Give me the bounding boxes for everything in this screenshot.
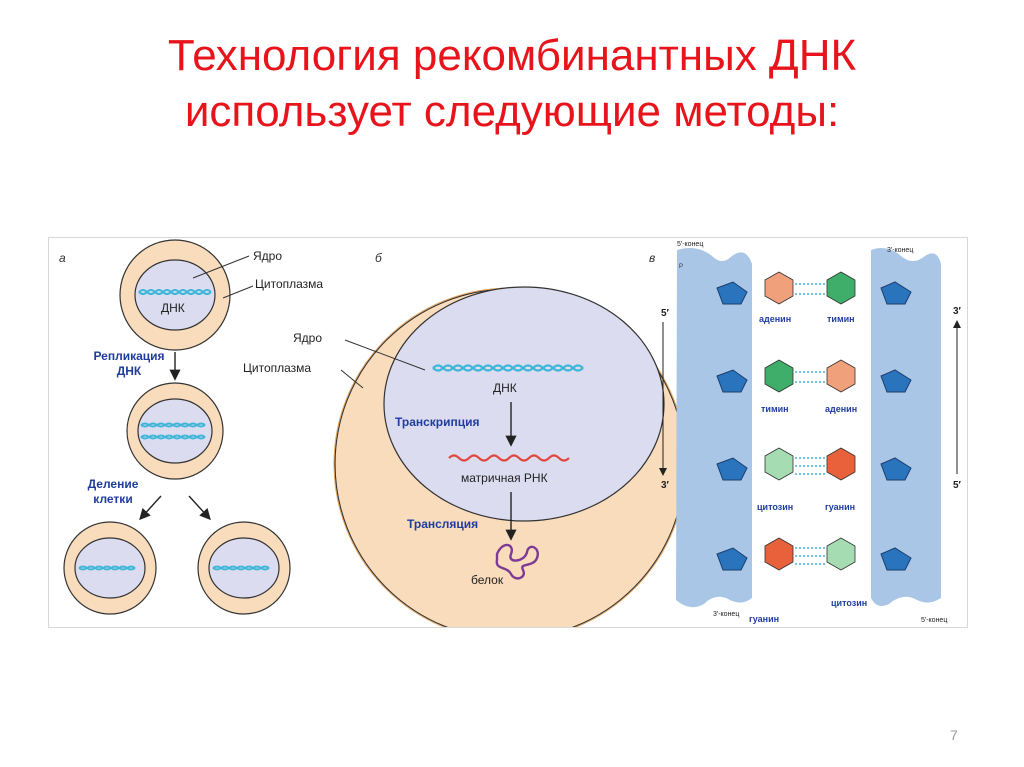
left-bottom-mark: 3′	[661, 480, 670, 491]
pair-row-2: тимин аденин	[716, 359, 912, 414]
division-arrow-right	[188, 495, 211, 521]
division-label-1: Деление	[88, 477, 139, 491]
translation-label: Трансляция	[407, 517, 478, 531]
title-line-1: Технология рекомбинантных ДНК	[167, 31, 857, 80]
dna-helix	[138, 289, 212, 295]
figure-frame: а ДНК Ядро Цитоплазма Репликация ДНК	[48, 237, 968, 641]
base-label-right: аденин	[825, 404, 857, 414]
base-label-right: гуанин	[825, 502, 855, 512]
dna-label: ДНК	[493, 381, 517, 395]
panel-b-letter: б	[375, 251, 383, 265]
nucleus-label: Ядро	[253, 249, 282, 263]
right-bottom-mark: 5′	[953, 480, 962, 491]
sugar-left	[716, 369, 748, 393]
phosphate-left: P	[679, 264, 683, 270]
dna-helix-b	[78, 565, 136, 571]
adenine-base	[764, 271, 794, 305]
page-number: 7	[950, 727, 958, 743]
dna-helix	[432, 364, 584, 372]
sugar-left	[716, 281, 748, 305]
replication-label-2: ДНК	[117, 364, 142, 378]
daughter-cell-left	[63, 521, 157, 615]
base-label-left: гуанин	[749, 614, 779, 624]
division-arrow-left	[139, 495, 162, 521]
panel-c-letter: в	[649, 251, 655, 265]
guanine-base	[826, 447, 856, 481]
protein-label: белок	[471, 573, 504, 587]
bottom-left-end-label: 3′-конец	[713, 611, 739, 618]
thymine-base	[826, 271, 856, 305]
nucleus	[383, 286, 665, 522]
dna-helix-strand	[138, 289, 212, 295]
cytosine-base	[826, 537, 856, 571]
adenine-base	[826, 359, 856, 393]
protein-blob	[495, 543, 539, 580]
replication-label-1: Репликация	[93, 349, 164, 363]
slide-title: Технология рекомбинантных ДНК использует…	[0, 28, 1024, 140]
cytoplasm-pointer	[340, 369, 364, 389]
panel-b: б ДНК Ядро Цитоплазма Транскрипция матри…	[243, 251, 687, 641]
panel-c: в 5′-конец 3′-конец 3′-конец 5′-конец 5′…	[649, 241, 962, 624]
base-label-right: цитозин	[831, 598, 867, 608]
panel-a: а ДНК Ядро Цитоплазма Репликация ДНК	[59, 239, 323, 615]
cytoplasm-label: Цитоплазма	[255, 277, 323, 291]
bottom-right-end-label: 5′-конец	[921, 617, 947, 624]
cytoplasm-label: Цитоплазма	[243, 361, 311, 375]
thymine-base	[764, 359, 794, 393]
nucleus-label: Ядро	[293, 331, 322, 345]
replicated-cell	[126, 382, 224, 480]
dna-helix-b	[212, 565, 270, 571]
base-label-left: тимин	[761, 404, 789, 414]
parent-cell: ДНК Ядро Цитоплазма	[119, 239, 323, 351]
pair-row-4: гуанин цитозин	[716, 537, 912, 624]
guanine-base	[764, 537, 794, 571]
base-label-left: цитозин	[757, 502, 793, 512]
sugar-right	[880, 457, 912, 481]
dna-helix-b	[432, 364, 584, 372]
division-label-2: клетки	[93, 492, 132, 506]
pair-row-1: P аденин тимин	[679, 264, 912, 324]
transcription-label: Транскрипция	[395, 415, 480, 429]
top-right-end-label: 3′-конец	[887, 247, 913, 254]
sugar-left	[716, 547, 748, 571]
nucleus-pointer	[192, 255, 250, 279]
dna-diagram: а ДНК Ядро Цитоплазма Репликация ДНК	[59, 239, 962, 641]
left-top-mark: 5′	[661, 308, 670, 319]
nucleus	[137, 398, 213, 464]
right-top-mark: 3′	[953, 306, 962, 317]
left-strand-backbone	[676, 248, 752, 608]
pair-row-3: цитозин гуанин	[716, 447, 912, 512]
panel-a-letter: а	[59, 251, 66, 265]
cytoplasm-pointer	[222, 285, 254, 299]
base-label-left: аденин	[759, 314, 791, 324]
base-label-right: тимин	[827, 314, 855, 324]
cytosine-base	[764, 447, 794, 481]
sugar-right	[880, 281, 912, 305]
nucleus-pointer	[344, 339, 426, 371]
top-left-end-label: 5′-конец	[677, 241, 703, 248]
sugar-right	[880, 547, 912, 571]
sugar-right	[880, 369, 912, 393]
daughter-cell-right	[197, 521, 291, 615]
right-strand-backbone	[871, 248, 941, 606]
title-line-2: использует следующие методы:	[184, 87, 840, 136]
dna-helix-2b	[140, 434, 206, 440]
dna-label: ДНК	[161, 301, 185, 315]
dna-helix-1b	[140, 422, 206, 428]
mrna-strand	[448, 454, 570, 462]
mrna-label: матричная РНК	[461, 471, 548, 485]
sugar-left	[716, 457, 748, 481]
